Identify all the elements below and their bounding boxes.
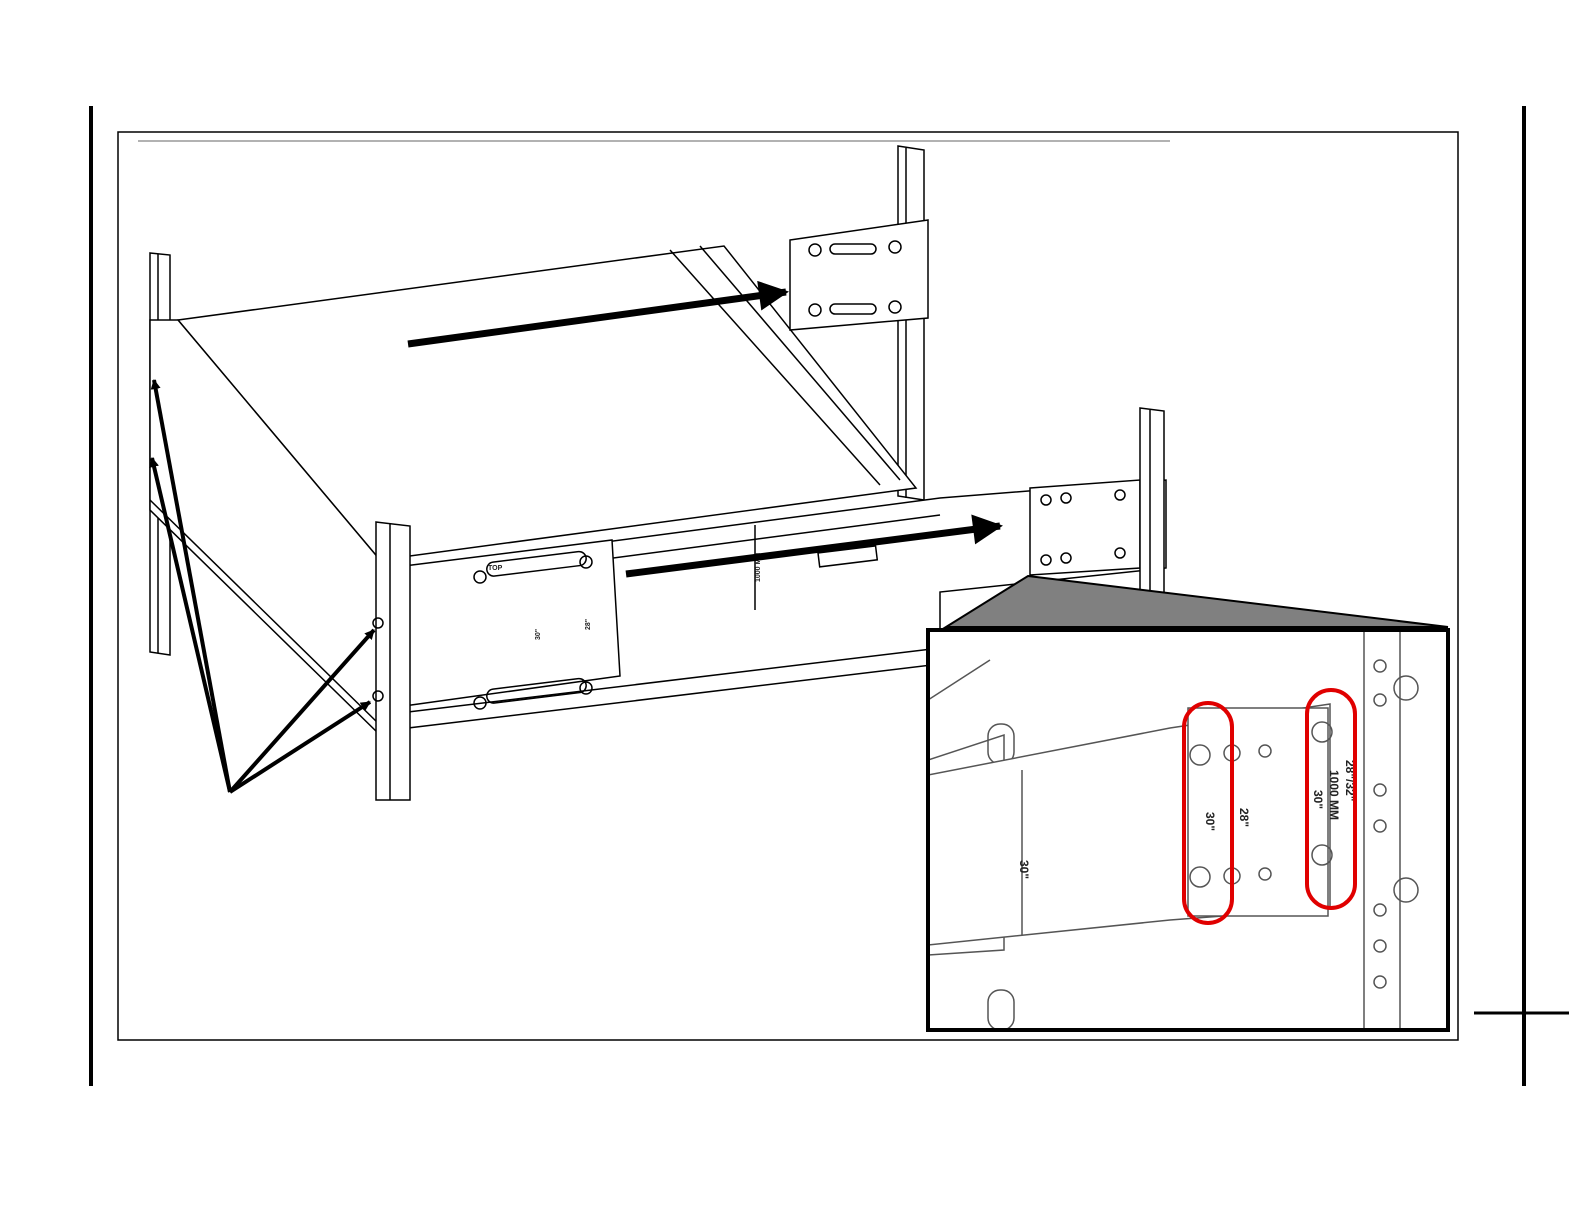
rear-right-post [898,146,924,500]
inset-label-col1: 30" [1203,812,1217,831]
callout-wedge [946,576,1448,627]
label-depth-a: 30" [535,629,542,640]
inset-label-col3-bottom: 30" [1311,790,1325,809]
rail-end-bracket [1030,480,1140,575]
inset-detail: 30" 30" 28" 1000 MM 30" 28"/32" [928,630,1448,1030]
inset-label-col2: 28" [1237,808,1251,827]
label-depth-b: 28" [585,619,592,630]
label-top: TOP [488,565,503,572]
inset-label-bracket: 30" [1017,860,1031,879]
inset-label-col3-top: 1000 MM [1327,770,1341,820]
front-left-post [373,522,410,800]
